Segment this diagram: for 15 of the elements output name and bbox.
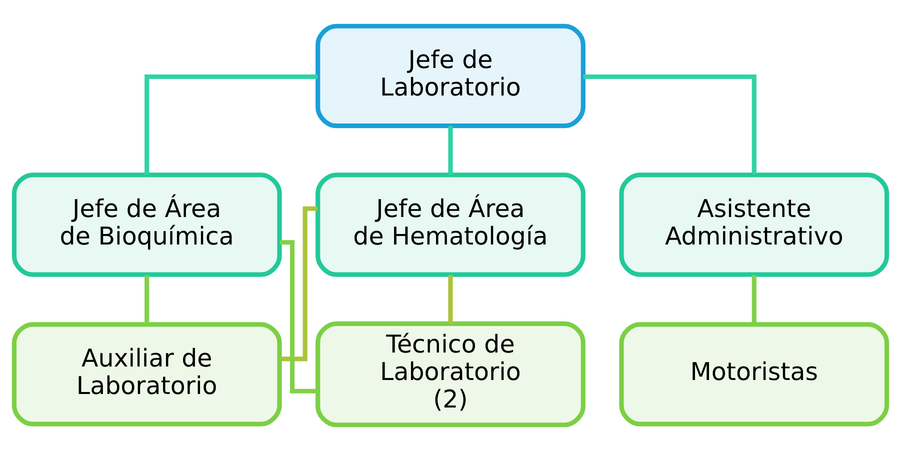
node-box: Técnico de Laboratorio (2) [316,321,586,428]
connector [752,274,756,324]
connector [583,74,756,175]
connector [280,206,318,362]
node-box: Jefe de Laboratorio [316,24,586,128]
node-box: Auxiliar de Laboratorio [12,322,282,426]
node-box: Motoristas [619,322,890,426]
connector [280,240,318,394]
connector [144,274,150,324]
connector [448,126,453,175]
connector [144,74,318,175]
node-box: Asistente Administrativo [619,172,890,277]
connector [448,274,453,324]
node-box: Jefe de Área de Hematología [316,172,586,277]
node-box: Jefe de Área de Bioquímica [12,172,282,277]
